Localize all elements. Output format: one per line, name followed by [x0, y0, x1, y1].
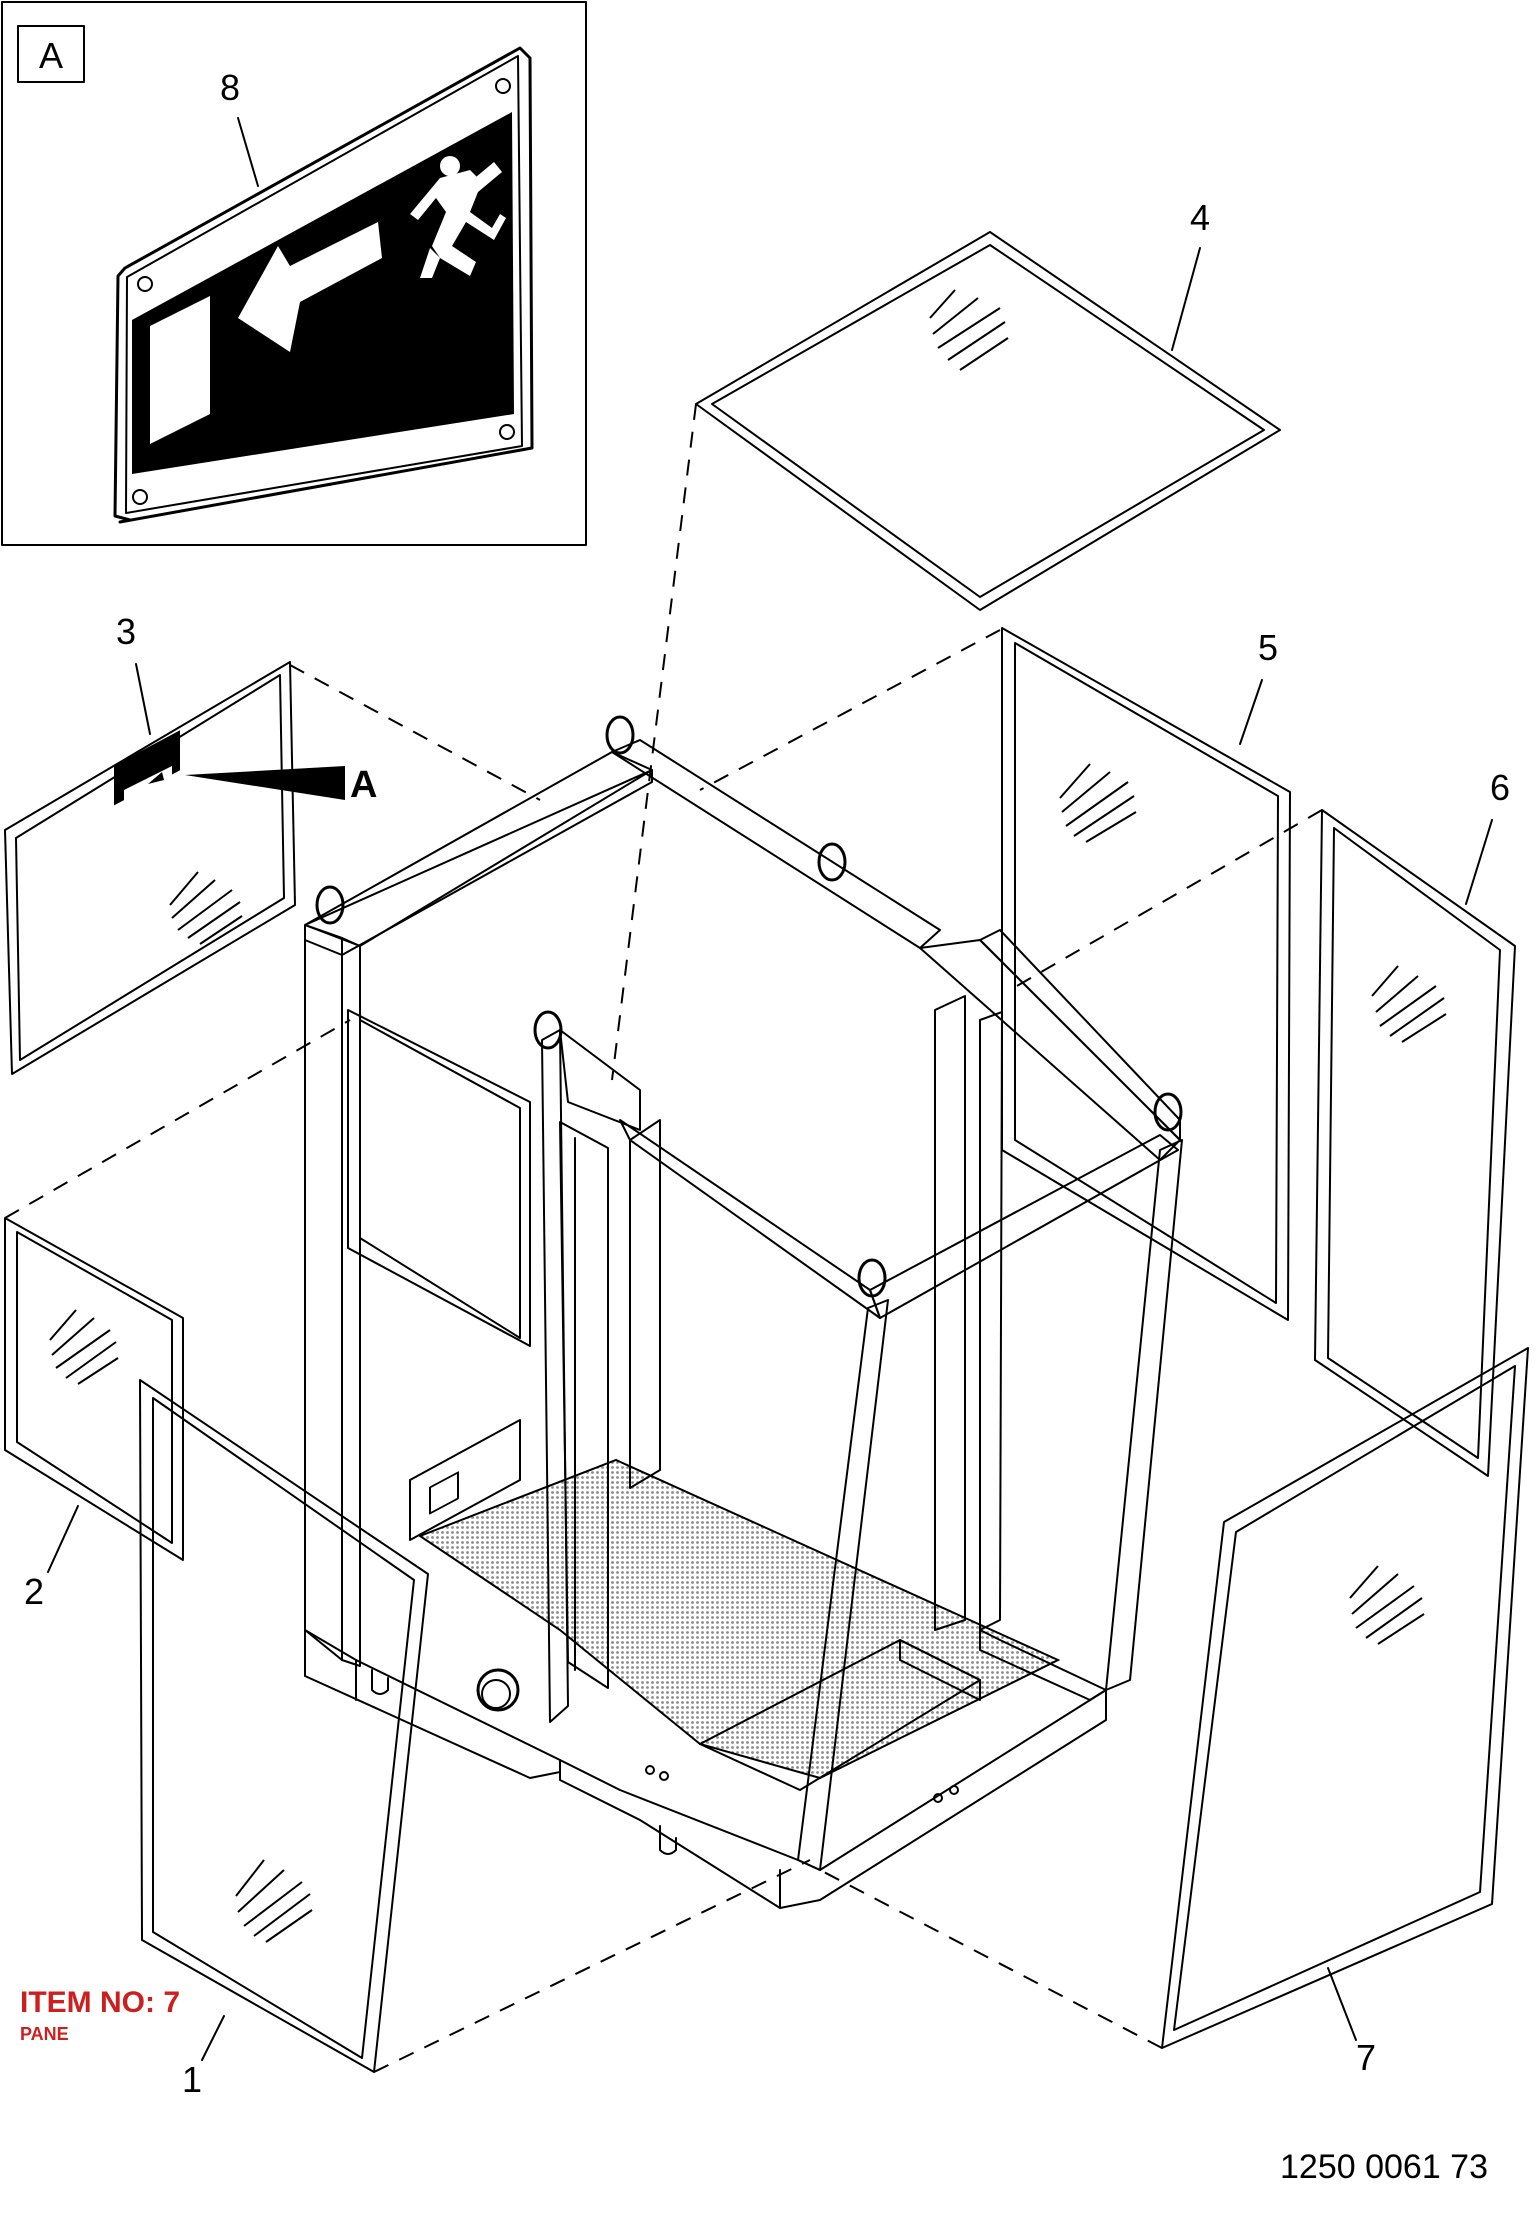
callout-6: 6	[1490, 767, 1510, 808]
pane-5: 5	[1001, 627, 1291, 1321]
pane-6: 6	[1314, 767, 1516, 1477]
lifting-eye-icon	[315, 715, 1183, 1298]
item-label: ITEM NO: 7 PANE	[20, 1986, 180, 2044]
callout-3: 3	[116, 611, 136, 652]
callout-1: 1	[182, 2059, 202, 2100]
detail-a-letter: A	[39, 35, 63, 76]
callout-5: 5	[1258, 627, 1278, 668]
running-man-icon	[410, 156, 506, 278]
round-knob	[476, 1668, 520, 1712]
explode-lines	[4, 403, 1323, 2073]
item-title: ITEM NO: 7	[20, 1986, 180, 2019]
callout-4: 4	[1190, 197, 1210, 238]
pane-4-roof: 4	[695, 197, 1281, 611]
pane-3: 3 A	[4, 611, 377, 1075]
pane-7: 7	[1161, 1347, 1529, 2078]
callout-letter-a: A	[350, 764, 377, 806]
detail-a-panel: A 9106 1071 05 8	[1, 1, 587, 546]
cab-floor	[417, 1458, 1061, 1780]
exit-sign: 9106 1071 05	[113, 46, 534, 524]
item-name: PANE	[20, 2024, 69, 2044]
drawing-number: 1250 0061 73	[1280, 2148, 1488, 2186]
callout-2: 2	[24, 1571, 44, 1612]
callout-8: 8	[220, 67, 240, 108]
callout-7: 7	[1356, 2037, 1376, 2078]
pane-2: 2	[4, 1217, 184, 1612]
cab-frame	[304, 715, 1183, 1909]
